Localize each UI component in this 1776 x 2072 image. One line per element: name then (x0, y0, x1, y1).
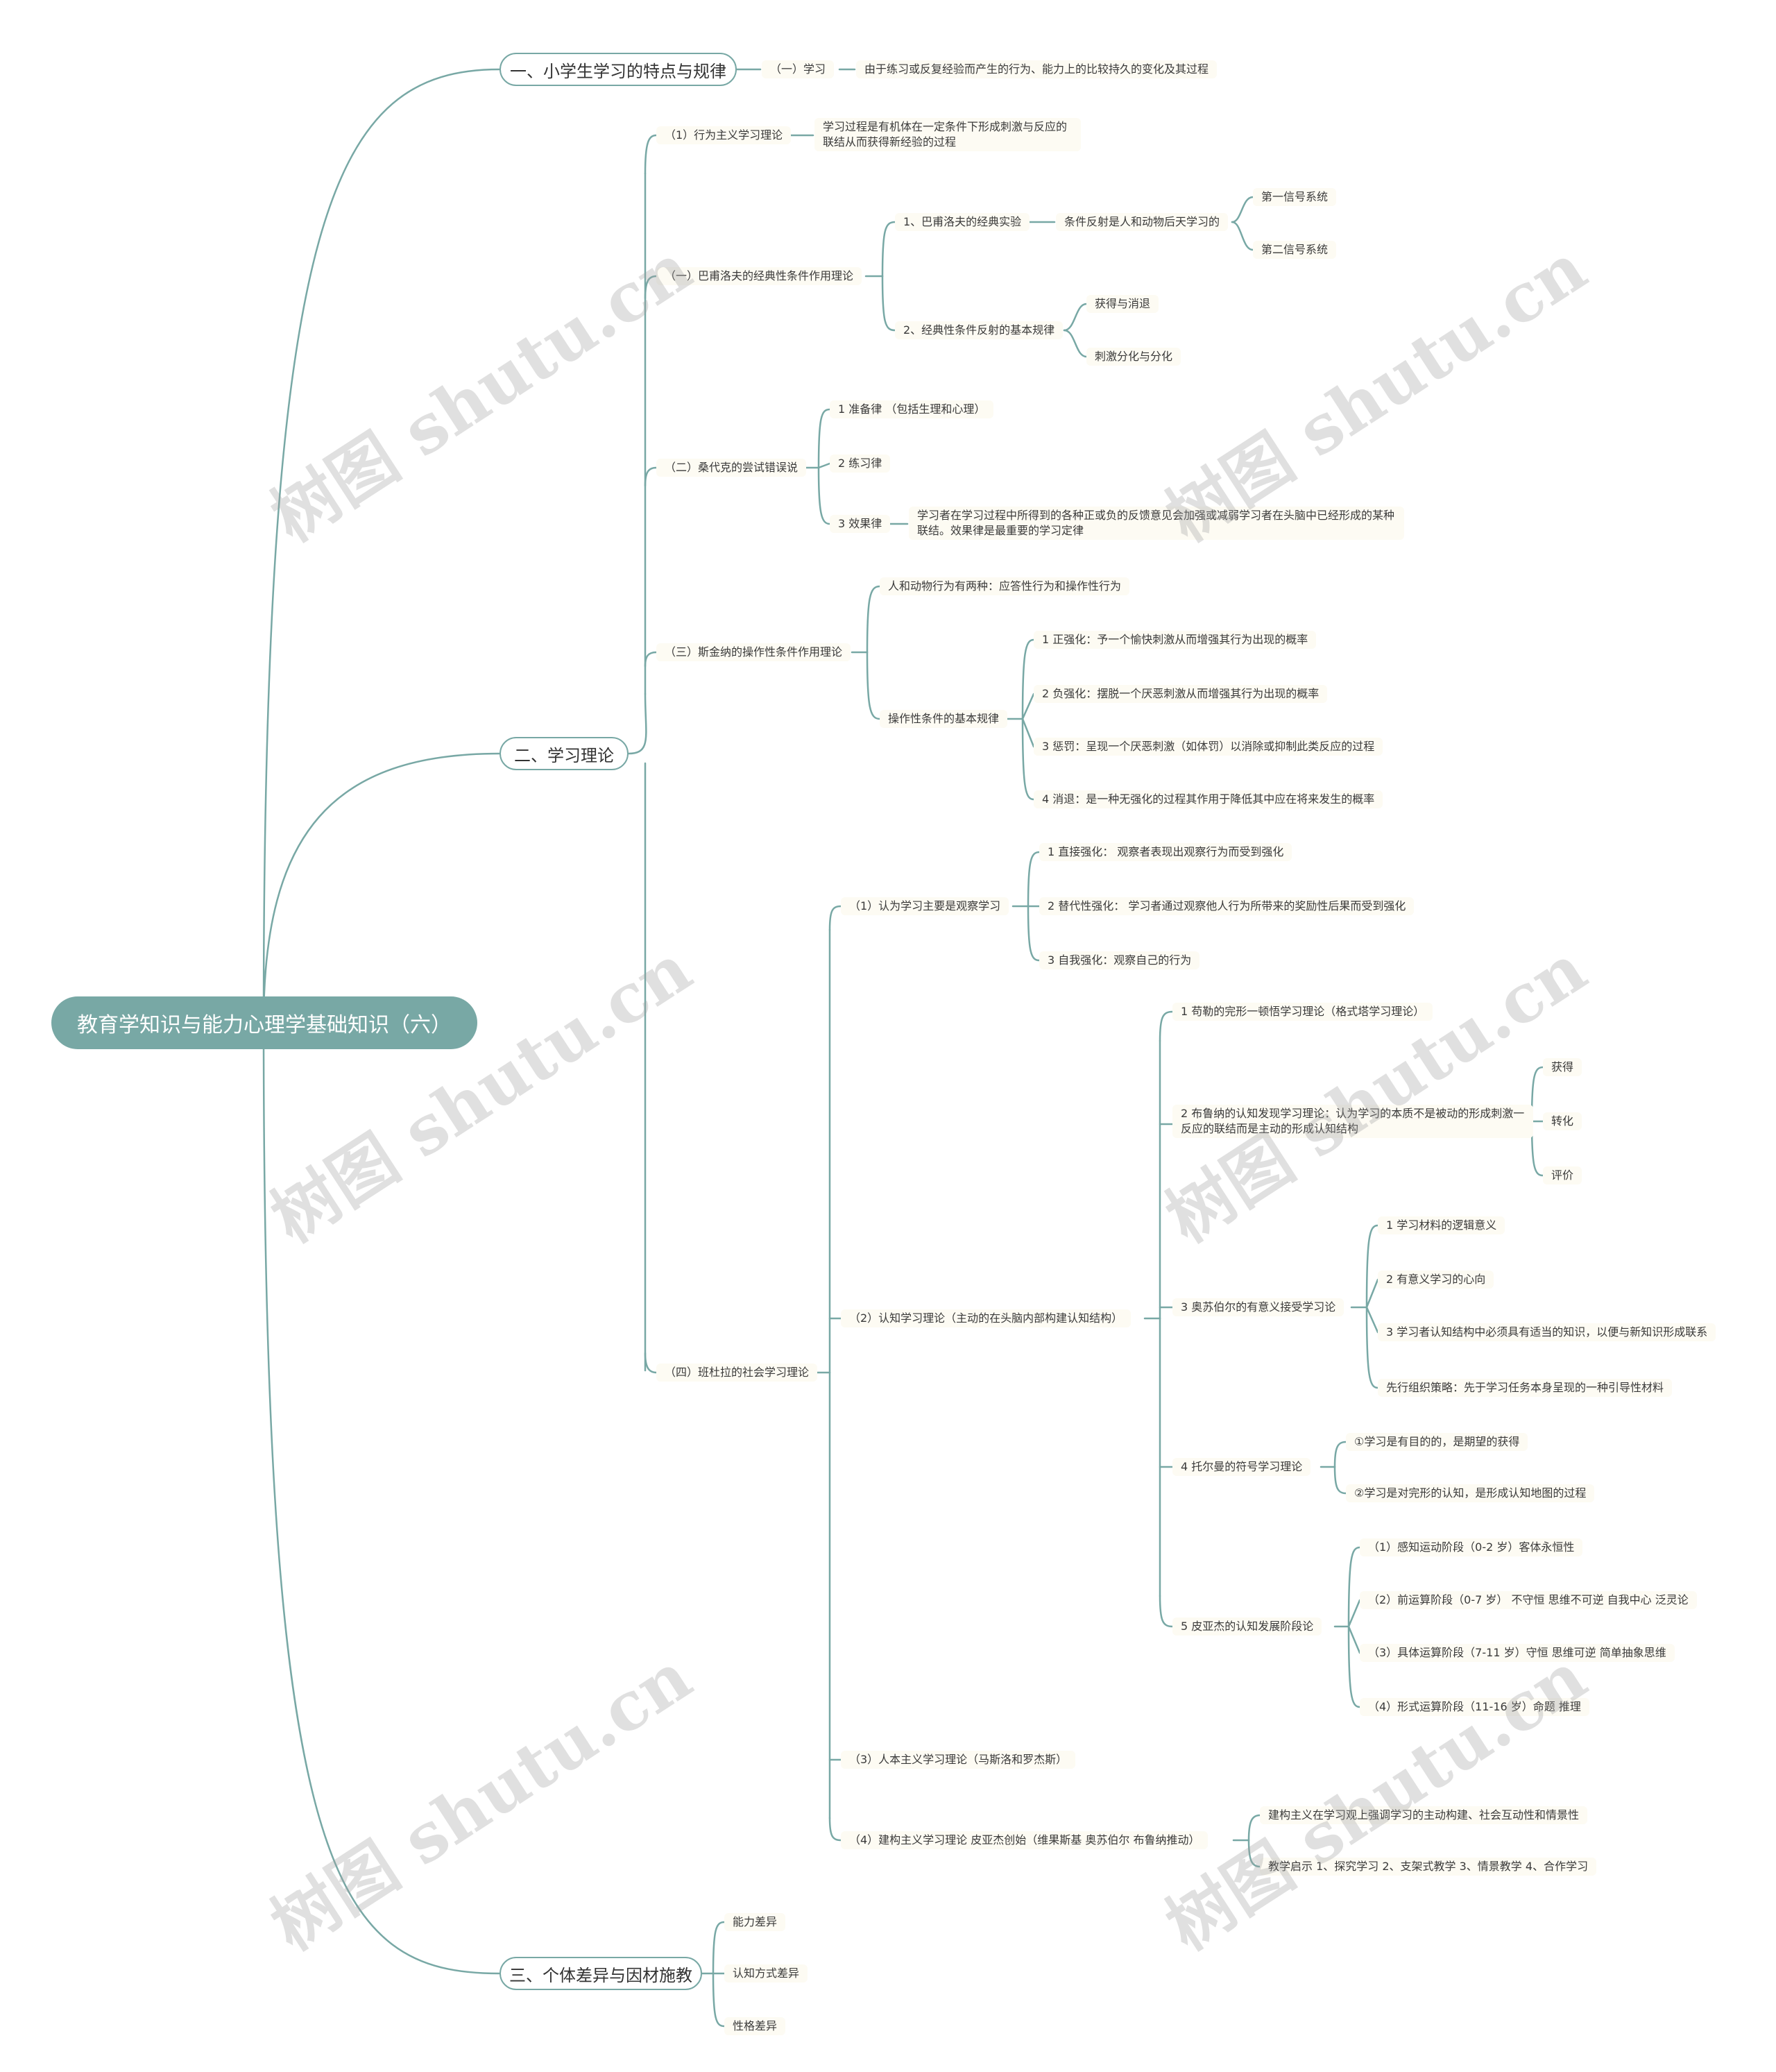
node-skinner[interactable]: （三）斯金纳的操作性条件作用理论 (656, 643, 851, 661)
node-direct-reinforcement[interactable]: 1 直接强化： 观察者表现出观察行为而受到强化 (1039, 843, 1292, 861)
node-cognitive-style-difference[interactable]: 认知方式差异 (724, 1964, 808, 1982)
node-bruner-evaluation[interactable]: 评价 (1543, 1166, 1582, 1184)
node-humanism[interactable]: （3）人本主义学习理论（马斯洛和罗杰斯） (841, 1751, 1076, 1769)
node-personality-difference[interactable]: 性格差异 (724, 2017, 786, 2035)
node-positive-reinforcement[interactable]: 1 正强化：予一个愉快刺激从而增强其行为出现的概率 (1034, 631, 1317, 649)
node-conditioned-reflex[interactable]: 条件反射是人和动物后天学习的 (1056, 213, 1229, 231)
node-stimulus-discrimination[interactable]: 刺激分化与分化 (1086, 348, 1181, 366)
node-acquisition-extinction[interactable]: 获得与消退 (1086, 295, 1159, 313)
node-cognitive-learning[interactable]: （2）认知学习理论（主动的在头脑内部构建认知结构） (841, 1309, 1132, 1327)
node-piaget-preoperational[interactable]: （2）前运算阶段（0-7 岁） 不守恒 思维不可逆 自我中心 泛灵论 (1360, 1591, 1697, 1609)
node-pavlov-experiment[interactable]: 1、巴甫洛夫的经典实验 (895, 213, 1030, 231)
node-law-of-readiness[interactable]: 1 准备律 （包括生理和心理） (830, 400, 994, 418)
branch-learning-theories[interactable]: 二、学习理论 (500, 737, 629, 770)
node-behaviorism[interactable]: （1）行为主义学习理论 (656, 126, 792, 144)
node-bruner-acquisition[interactable]: 获得 (1543, 1058, 1582, 1076)
node-tolman-cognitive-map[interactable]: ②学习是对完形的认知，是形成认知地图的过程 (1346, 1484, 1595, 1502)
node-law-of-effect[interactable]: 3 效果律 (830, 515, 891, 533)
node-piaget[interactable]: 5 皮亚杰的认知发展阶段论 (1172, 1617, 1322, 1636)
node-ability-difference[interactable]: 能力差异 (724, 1913, 786, 1931)
node-bandura[interactable]: （四）班杜拉的社会学习理论 (656, 1364, 818, 1382)
branch-learning-characteristics[interactable]: 一、小学生学习的特点与规律 (500, 53, 737, 86)
root-topic[interactable]: 教育学知识与能力心理学基础知识（六） (51, 996, 477, 1049)
node-piaget-formal[interactable]: （4）形式运算阶段（11-16 岁）命题 推理 (1360, 1698, 1589, 1716)
node-pavlov[interactable]: （一）巴甫洛夫的经典性条件作用理论 (656, 267, 862, 285)
node-ausubel-logical-meaning[interactable]: 1 学习材料的逻辑意义 (1378, 1216, 1505, 1234)
node-tolman[interactable]: 4 托尔曼的符号学习理论 (1172, 1458, 1311, 1476)
node-constructivism-view[interactable]: 建构主义在学习观上强调学习的主动构建、社会互动性和情景性 (1260, 1806, 1588, 1824)
node-kohler[interactable]: 1 苟勒的完形一顿悟学习理论（格式塔学习理论） (1172, 1003, 1433, 1021)
node-punishment[interactable]: 3 惩罚：呈现一个厌恶刺激（如体罚）以消除或抑制此类反应的过程 (1034, 738, 1383, 756)
node-teaching-implications[interactable]: 教学启示 1、探究学习 2、支架式教学 3、情景教学 4、合作学习 (1260, 1858, 1597, 1876)
node-first-signal-system[interactable]: 第一信号系统 (1253, 188, 1337, 206)
node-vicarious-reinforcement[interactable]: 2 替代性强化： 学习者通过观察他人行为所带来的奖励性后果而受到强化 (1039, 897, 1415, 915)
node-ausubel-mindset[interactable]: 2 有意义学习的心向 (1378, 1271, 1494, 1289)
node-thorndike[interactable]: （二）桑代克的尝试错误说 (656, 459, 807, 477)
node-bruner[interactable]: 2 布鲁纳的认知发现学习理论：认为学习的本质不是被动的形成刺激一反应的联结而是主… (1172, 1105, 1533, 1138)
node-law-of-exercise[interactable]: 2 练习律 (830, 455, 891, 473)
node-second-signal-system[interactable]: 第二信号系统 (1253, 241, 1337, 259)
node-advance-organizer[interactable]: 先行组织策略：先于学习任务本身呈现的一种引导性材料 (1378, 1379, 1673, 1397)
node-tolman-purposive[interactable]: ①学习是有目的的，是期望的获得 (1346, 1433, 1528, 1451)
node-piaget-sensorimotor[interactable]: （1）感知运动阶段（0-2 岁）客体永恒性 (1360, 1538, 1583, 1556)
node-self-reinforcement[interactable]: 3 自我强化：观察自己的行为 (1039, 951, 1200, 969)
node-learning-definition[interactable]: 由于练习或反复经验而产生的行为、能力上的比较持久的变化及其过程 (856, 60, 1218, 78)
node-negative-reinforcement[interactable]: 2 负强化：摆脱一个厌恶刺激从而增强其行为出现的概率 (1034, 685, 1328, 703)
node-observational-learning[interactable]: （1）认为学习主要是观察学习 (841, 897, 1009, 915)
node-two-behaviors[interactable]: 人和动物行为有两种：应答性行为和操作性行为 (880, 577, 1130, 595)
node-law-of-effect-definition[interactable]: 学习者在学习过程中所得到的各种正或负的反馈意见会加强或减弱学习者在头脑中已经形成… (909, 507, 1404, 540)
node-piaget-concrete[interactable]: （3）具体运算阶段（7-11 岁）守恒 思维可逆 简单抽象思维 (1360, 1644, 1675, 1662)
node-pavlov-laws[interactable]: 2、经典性条件反射的基本规律 (895, 321, 1064, 339)
node-extinction[interactable]: 4 消退：是一种无强化的过程其作用于降低其中应在将来发生的概率 (1034, 790, 1383, 808)
node-behaviorism-definition[interactable]: 学习过程是有机体在一定条件下形成刺激与反应的联结从而获得新经验的过程 (814, 118, 1081, 151)
node-learning[interactable]: （一）学习 (762, 60, 835, 78)
node-bruner-transformation[interactable]: 转化 (1543, 1112, 1582, 1130)
node-ausubel-prior-knowledge[interactable]: 3 学习者认知结构中必须具有适当的知识，以便与新知识形成联系 (1378, 1323, 1716, 1341)
node-ausubel[interactable]: 3 奥苏伯尔的有意义接受学习论 (1172, 1298, 1344, 1316)
branch-individual-differences[interactable]: 三、个体差异与因材施教 (500, 1957, 702, 1990)
node-operant-laws[interactable]: 操作性条件的基本规律 (880, 710, 1008, 728)
node-constructivism[interactable]: （4）建构主义学习理论 皮亚杰创始（维果斯基 奥苏伯尔 布鲁纳推动） (841, 1831, 1209, 1849)
